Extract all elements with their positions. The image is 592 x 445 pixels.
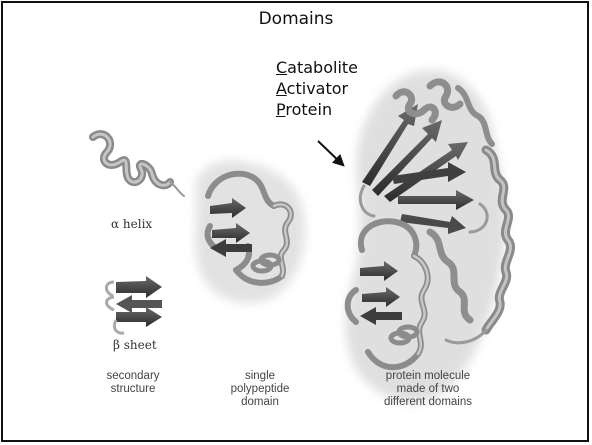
caption-secondary-line-2: structure [98,383,168,396]
caption-secondary-structure: secondary structure [98,370,168,396]
caption-single-line-1: single [215,370,305,383]
caption-protein-molecule: protein molecule made of two different d… [368,370,488,409]
caption-secondary-line-1: secondary [98,370,168,383]
caption-molecule-line-1: protein molecule [368,370,488,383]
caption-molecule-line-2: made of two [368,383,488,396]
single-domain-figure [195,160,305,303]
alpha-helix-label: α helix [111,217,152,231]
caption-single-line-3: domain [215,396,305,409]
protein-pointer-arrow [318,141,343,165]
caption-single-domain: single polypeptide domain [215,370,305,409]
alpha-helix-figure [93,134,184,196]
two-domain-protein-figure [346,70,511,403]
caption-single-line-2: polypeptide [215,383,305,396]
beta-sheet-figure [106,276,162,333]
caption-molecule-line-3: different domains [368,396,488,409]
beta-sheet-label: β sheet [113,338,157,352]
